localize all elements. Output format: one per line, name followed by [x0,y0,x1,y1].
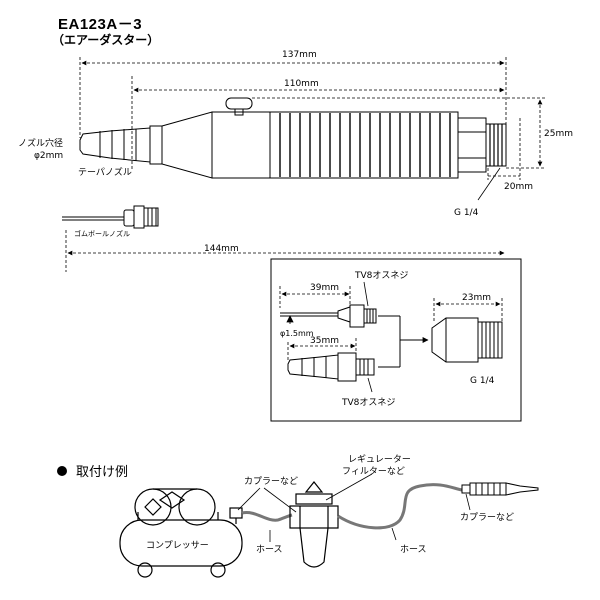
rubber-extension-label: 144mm [204,244,239,254]
inset-dia-label: φ1.5mm [280,329,314,338]
air-duster-drawing [79,97,507,179]
hose-2 [337,483,463,530]
taper-nozzle-detail-drawing [287,352,375,382]
rear-thread [485,123,507,167]
nozzle-diameter-label: ノズル穴径 [18,137,63,149]
inset-thread-label: G 1/4 [470,376,495,386]
nozzle-detail-inset: TV8オスネジ 39mm φ1.5mm 35mm TV8オスネジ 23mm G … [270,258,522,422]
regulator-drawing [289,481,339,568]
model-title: EA123A－3 [58,16,143,33]
grip-ridges [279,113,451,177]
install-title: 取付け例 [76,465,128,480]
hose-1-label: ホース [256,544,283,555]
coupler-2-label: カプラーなど [460,512,514,523]
rubber-nozzle-dimension [65,230,505,272]
main-dimension-lines [79,57,545,201]
taper-nozzle-shape [79,127,151,163]
rubber-ball-nozzle-drawing [62,205,159,229]
thread-label: G 1/4 [454,208,479,218]
inset-len-35-label: 35mm [310,336,339,346]
compressor-label: コンプレッサー [146,540,209,551]
regulator-label-1: レギュレーター [348,454,411,465]
small-air-duster [461,482,539,496]
rubber-nozzle-label: ゴムボールノズル [74,229,130,238]
handle-body [211,111,271,179]
model-subtitle: （エアーダスター） [52,33,160,47]
hose-1 [241,511,293,522]
fitting-length-label: 20mm [504,182,533,192]
compressor-drawing [119,488,243,578]
height-label: 25mm [544,129,573,139]
nozzle-diameter-value: φ2mm [34,151,63,161]
inset-screw-top-label: TV8オスネジ [354,270,408,281]
inset-len-23-label: 23mm [462,293,491,303]
taper-nozzle-label: テーパノズル [78,166,132,178]
installation-example [119,473,539,578]
coupler-1-label: カプラーなど [244,476,298,487]
body-length-label: 110mm [284,79,319,89]
trigger-knob [225,97,253,110]
install-bullet [57,466,67,476]
rear-hex [457,117,487,173]
inset-screw-bottom-label: TV8オスネジ [341,397,395,408]
hose-2-label: ホース [400,544,427,555]
fine-nozzle-drawing [280,304,377,328]
adapter-drawing [431,317,503,363]
cone-body [161,111,213,179]
inset-len-39-label: 39mm [310,283,339,293]
regulator-label-2: フィルターなど [342,466,405,477]
coupler-1 [229,507,243,519]
overall-length-label: 137mm [282,50,317,60]
